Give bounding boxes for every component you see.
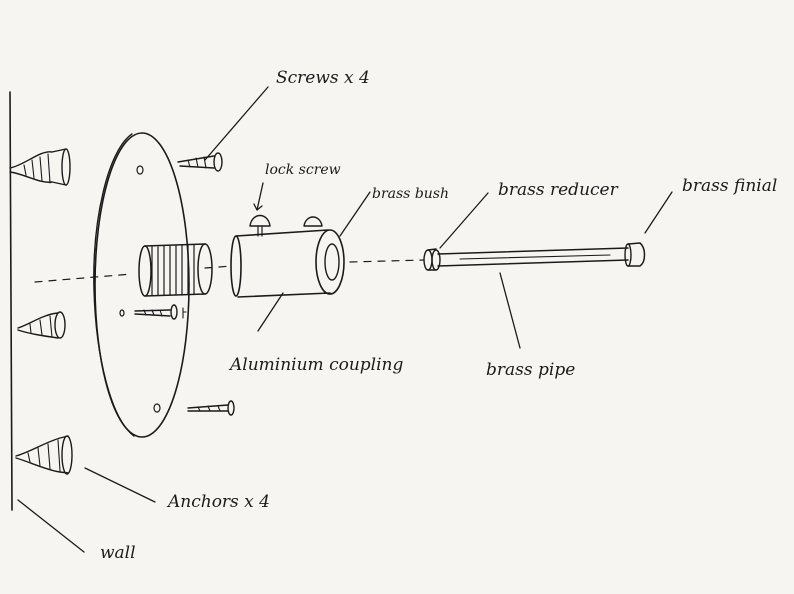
label-brass-bush: brass bush <box>372 186 449 202</box>
threaded-boss <box>138 243 213 297</box>
center-axis-dashes <box>34 259 425 283</box>
anchor-top <box>9 148 71 186</box>
brass-reducer <box>423 248 441 271</box>
label-lock-screw: lock screw <box>265 162 341 178</box>
brass-pipe <box>437 247 629 267</box>
leader-lines <box>17 86 673 553</box>
label-brass-finial: brass finial <box>682 176 778 196</box>
label-aluminium-coupling: Aluminium coupling <box>230 355 404 375</box>
label-brass-pipe: brass pipe <box>486 360 576 380</box>
screw-top <box>177 152 223 172</box>
screw-bottom <box>187 400 235 416</box>
brass-finial <box>624 242 646 267</box>
aluminium-coupling <box>230 214 345 298</box>
wall <box>9 91 13 511</box>
label-anchors: Anchors x 4 <box>168 492 270 512</box>
label-wall: wall <box>100 543 136 563</box>
label-brass-reducer: brass reducer <box>498 180 618 200</box>
label-screws: Screws x 4 <box>276 68 370 88</box>
anchor-bottom <box>15 435 73 475</box>
anchor-middle <box>17 311 66 339</box>
screw-middle <box>134 304 187 320</box>
wall-plate <box>93 132 190 438</box>
